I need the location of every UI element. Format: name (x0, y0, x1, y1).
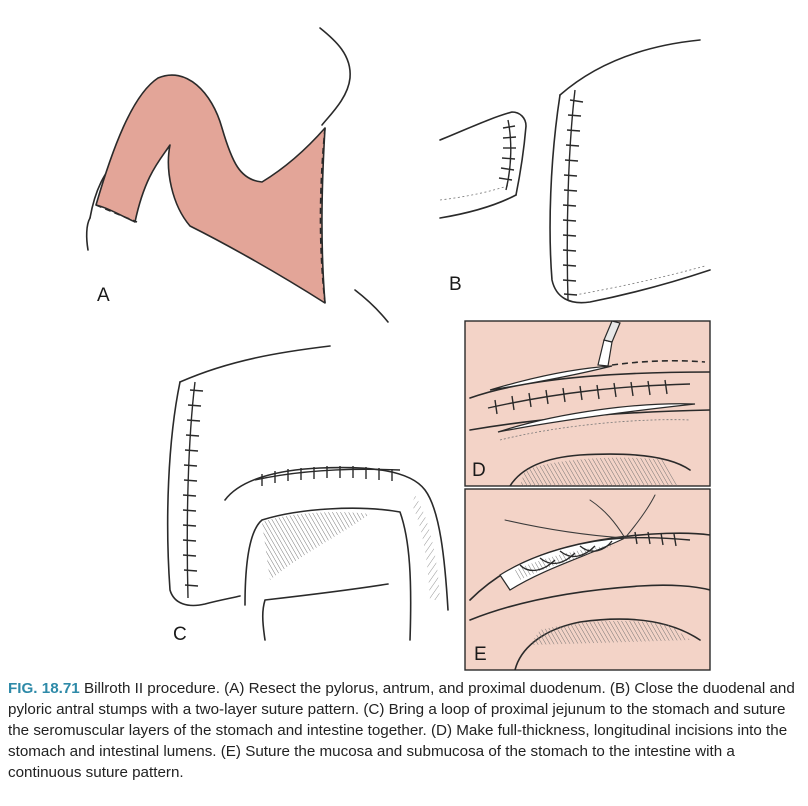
panel-a-label: A (97, 285, 110, 306)
suture-thread (504, 519, 626, 539)
gastric-stump-suture (566, 89, 576, 301)
panel-e: E (464, 488, 711, 671)
panel-c: C (166, 345, 449, 645)
figure-number: FIG. 18.71 (8, 680, 80, 697)
panel-b: B (439, 39, 711, 304)
caption-text: Billroth II procedure. (A) Resect the py… (8, 680, 795, 781)
intestinal-incision (497, 403, 696, 433)
gastric-incision (489, 365, 613, 391)
panel-e-continuous-stitches (634, 531, 677, 547)
figure-caption: FIG. 18.71 Billroth II procedure. (A) Re… (8, 678, 804, 783)
gastric-stump-stitches (562, 99, 584, 296)
panel-e-label: E (474, 644, 487, 665)
panel-c-label: C (173, 624, 187, 645)
duodenal-stump-stitches (498, 125, 517, 181)
panel-c-seromuscular-stitches (261, 466, 393, 486)
duodenal-stump-suture (505, 119, 512, 191)
panel-d-stitches (494, 379, 668, 415)
panel-e-mucosa-stitches (519, 540, 613, 572)
scalpel-icon (597, 321, 621, 367)
panel-d: D (464, 320, 711, 487)
panel-c-gastric-stitches (182, 389, 204, 587)
billroth-ii-figure: A (85, 27, 711, 671)
panel-d-label: D (472, 460, 486, 481)
resected-region (95, 74, 326, 304)
panel-b-label: B (449, 274, 462, 295)
panel-a: A (85, 27, 389, 323)
